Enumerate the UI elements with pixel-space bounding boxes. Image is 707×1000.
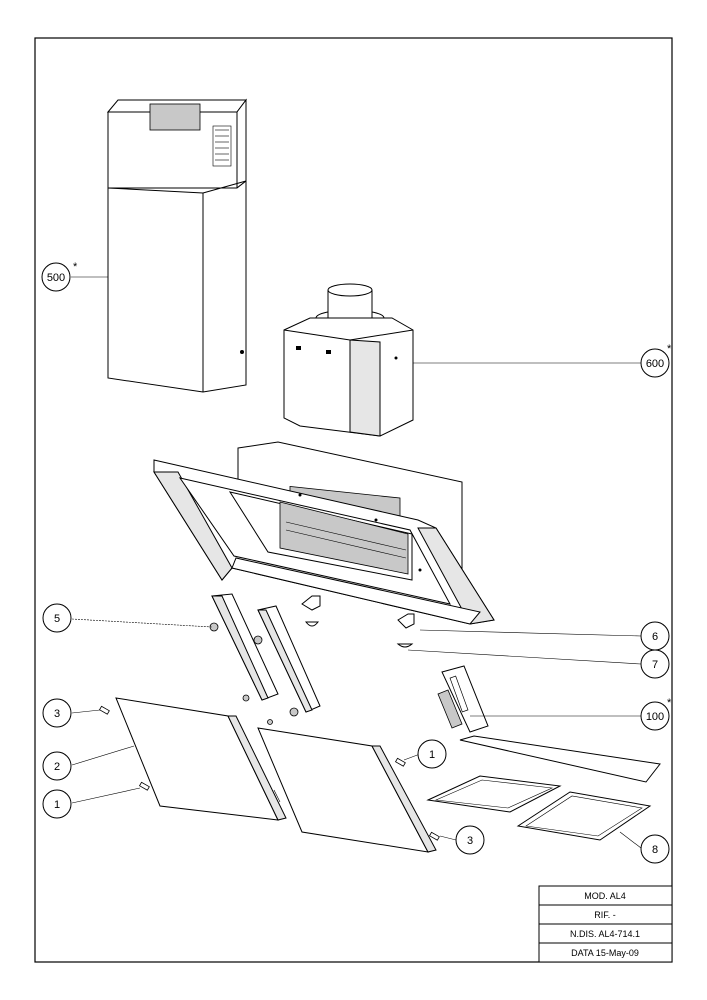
grease-filters-part (426, 735, 661, 841)
callout-6: 6 (640, 621, 670, 651)
svg-text:1: 1 (54, 799, 60, 811)
callout-3-left: 3 (42, 698, 72, 728)
svg-text:8: 8 (652, 844, 658, 856)
callout-2: 2 (42, 751, 72, 781)
motor-unit-part (283, 283, 414, 437)
svg-text:7: 7 (652, 659, 658, 671)
callout-1-left: 1 (42, 789, 72, 819)
chimney-cover-part (106, 98, 247, 393)
callout-3-right: 3 (455, 825, 485, 855)
svg-text:100: 100 (646, 711, 664, 723)
svg-text:3: 3 (54, 708, 60, 720)
date-text: DATA 15-May-09 (571, 948, 639, 958)
drawing-frame (34, 37, 673, 963)
callout-5: 5 (42, 603, 72, 633)
screws-part (98, 705, 440, 841)
hood-body-part (153, 441, 495, 625)
callout-7: 7 (640, 649, 670, 679)
svg-text:3: 3 (467, 835, 473, 847)
ref-text: RIF. - (594, 910, 616, 920)
glass-panels-part (115, 697, 437, 853)
model-text: MOD. AL4 (584, 891, 626, 901)
mounting-rails-part (209, 593, 321, 725)
callout-100: 100 * (640, 697, 672, 731)
svg-text:600: 600 (646, 358, 664, 370)
callout-1-right: 1 (417, 739, 447, 769)
drawing-number-text: N.DIS. AL4-714.1 (570, 929, 640, 939)
control-panel-part (437, 665, 489, 733)
svg-text:500: 500 (47, 272, 65, 284)
svg-text:*: * (73, 261, 78, 273)
callout-8: 8 (640, 834, 670, 864)
leader-lines (71, 276, 642, 849)
svg-text:2: 2 (54, 761, 60, 773)
callout-600: 600 * (640, 343, 672, 378)
svg-text:5: 5 (54, 613, 60, 625)
svg-text:1: 1 (429, 749, 435, 761)
svg-text:6: 6 (652, 631, 658, 643)
svg-text:*: * (667, 697, 672, 709)
title-block: MOD. AL4 RIF. - N.DIS. AL4-714.1 DATA 15… (538, 885, 673, 963)
svg-text:*: * (667, 343, 672, 355)
control-knobs-part (301, 595, 415, 648)
callout-500: 500 * (41, 261, 78, 292)
